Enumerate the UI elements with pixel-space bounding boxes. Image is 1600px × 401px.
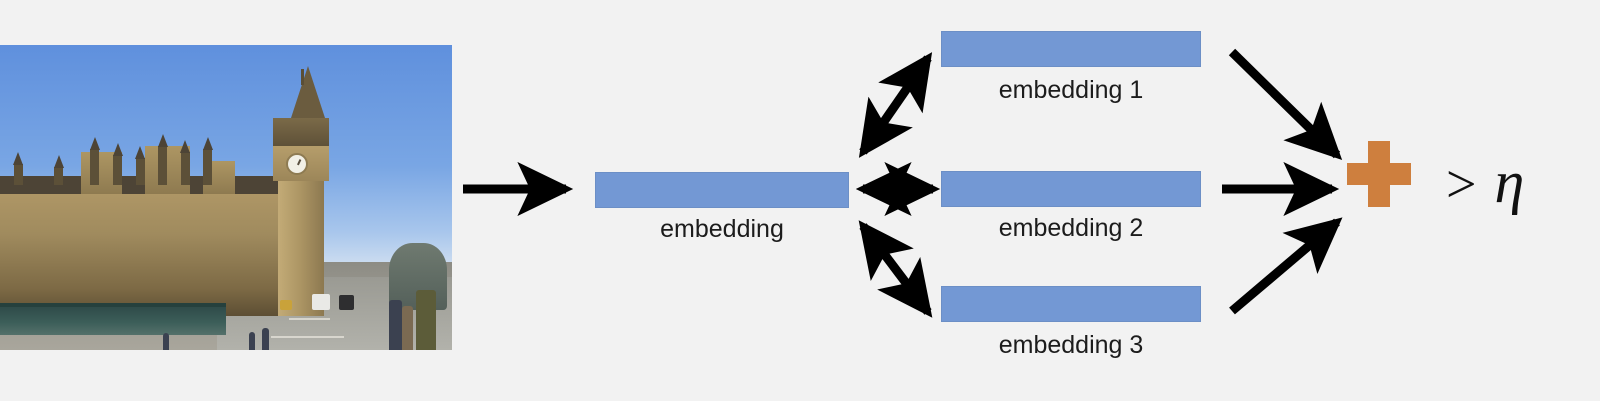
- big-ben-belfry: [273, 118, 330, 146]
- palace-pinnacle: [203, 148, 213, 186]
- plus-node-icon: [1347, 141, 1411, 207]
- label-embedding-3: embedding 3: [998, 331, 1144, 359]
- pedestrian: [262, 328, 270, 350]
- pedestrian: [248, 332, 255, 350]
- pedestrian: [415, 290, 436, 350]
- pedestrian: [162, 333, 169, 350]
- palace-of-westminster: [0, 179, 281, 317]
- threshold-expression: >η: [1446, 148, 1524, 217]
- vehicle: [339, 295, 354, 311]
- vehicle: [280, 300, 293, 311]
- vehicle: [311, 294, 330, 311]
- bar-embedding-3: [941, 286, 1201, 322]
- palace-pinnacle: [90, 148, 100, 186]
- pedestrian: [388, 300, 402, 350]
- bridge-railing: [0, 303, 226, 308]
- bar-embedding: [595, 172, 849, 208]
- arrow-embedding-to-embedding-1: [858, 52, 933, 158]
- bar-embedding-1: [941, 31, 1201, 67]
- label-embedding-1: embedding 1: [998, 76, 1144, 104]
- road-marking: [289, 317, 330, 320]
- palace-pinnacle: [13, 163, 23, 186]
- palace-pinnacle: [113, 154, 122, 186]
- arrow-embedding-3-to-plus: [1229, 217, 1343, 315]
- arrow-embedding-1-to-plus: [1228, 48, 1343, 161]
- arrow-embedding-to-embedding-3: [858, 220, 933, 318]
- eta-symbol: η: [1494, 149, 1525, 215]
- label-embedding-2: embedding 2: [998, 214, 1144, 242]
- road-marking: [271, 335, 344, 338]
- westminster-bridge: [0, 307, 226, 335]
- pedestrian: [402, 306, 414, 350]
- palace-pinnacle: [135, 157, 145, 186]
- palace-pinnacle: [54, 167, 64, 186]
- label-embedding: embedding: [660, 215, 784, 243]
- big-ben-spire: [290, 66, 325, 119]
- palace-pinnacle: [180, 151, 190, 186]
- greater-than-symbol: >: [1446, 154, 1477, 214]
- input-image: [0, 45, 452, 350]
- bar-embedding-2: [941, 171, 1201, 207]
- big-ben-spire-tip: [300, 68, 304, 85]
- big-ben-clock-face: [286, 152, 309, 175]
- palace-pinnacle: [158, 145, 168, 186]
